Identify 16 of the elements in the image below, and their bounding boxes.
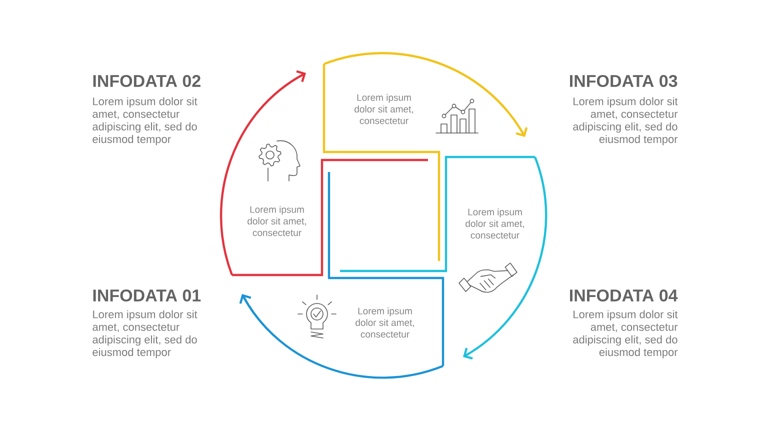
paragraph: Lorem ipsum dolor sit amet, consectetur adipiscing elit, sed do eiusmod tempor: [92, 310, 198, 358]
heading: INFODATA 01: [93, 289, 201, 302]
heading: INFODATA 04: [570, 289, 678, 302]
heading: INFODATA 03: [570, 74, 678, 88]
curved-arrow: [220, 70, 306, 276]
quadrant-segment: Lorem ipsum dolor sit amet, consectetur: [232, 158, 428, 276]
heading: INFODATA 02: [93, 74, 200, 88]
paragraph: Lorem ipsum dolor sit amet, consectetur adipiscing elit, sed do eiusmod tempor: [573, 97, 678, 146]
curved-arrow: [324, 52, 528, 137]
quadrant-segment: Lorem ipsum dolor sit amet, consectetur: [328, 172, 444, 366]
paragraph: Lorem ipsum dolor sit amet, consectetur adipiscing elit, sed do eiusmod tempor: [573, 310, 678, 358]
quadrant-segment: Lorem ipsum dolor sit amet, consectetur: [322, 64, 440, 261]
curved-arrow: [463, 156, 548, 360]
paragraph: Lorem ipsum dolor sit amet, consectetur adipiscing elit, sed do eiusmod tempor: [92, 97, 198, 146]
quadrant-segment: Lorem ipsum dolor sit amet, consectetur: [340, 156, 535, 272]
curved-arrow: [239, 294, 444, 379]
